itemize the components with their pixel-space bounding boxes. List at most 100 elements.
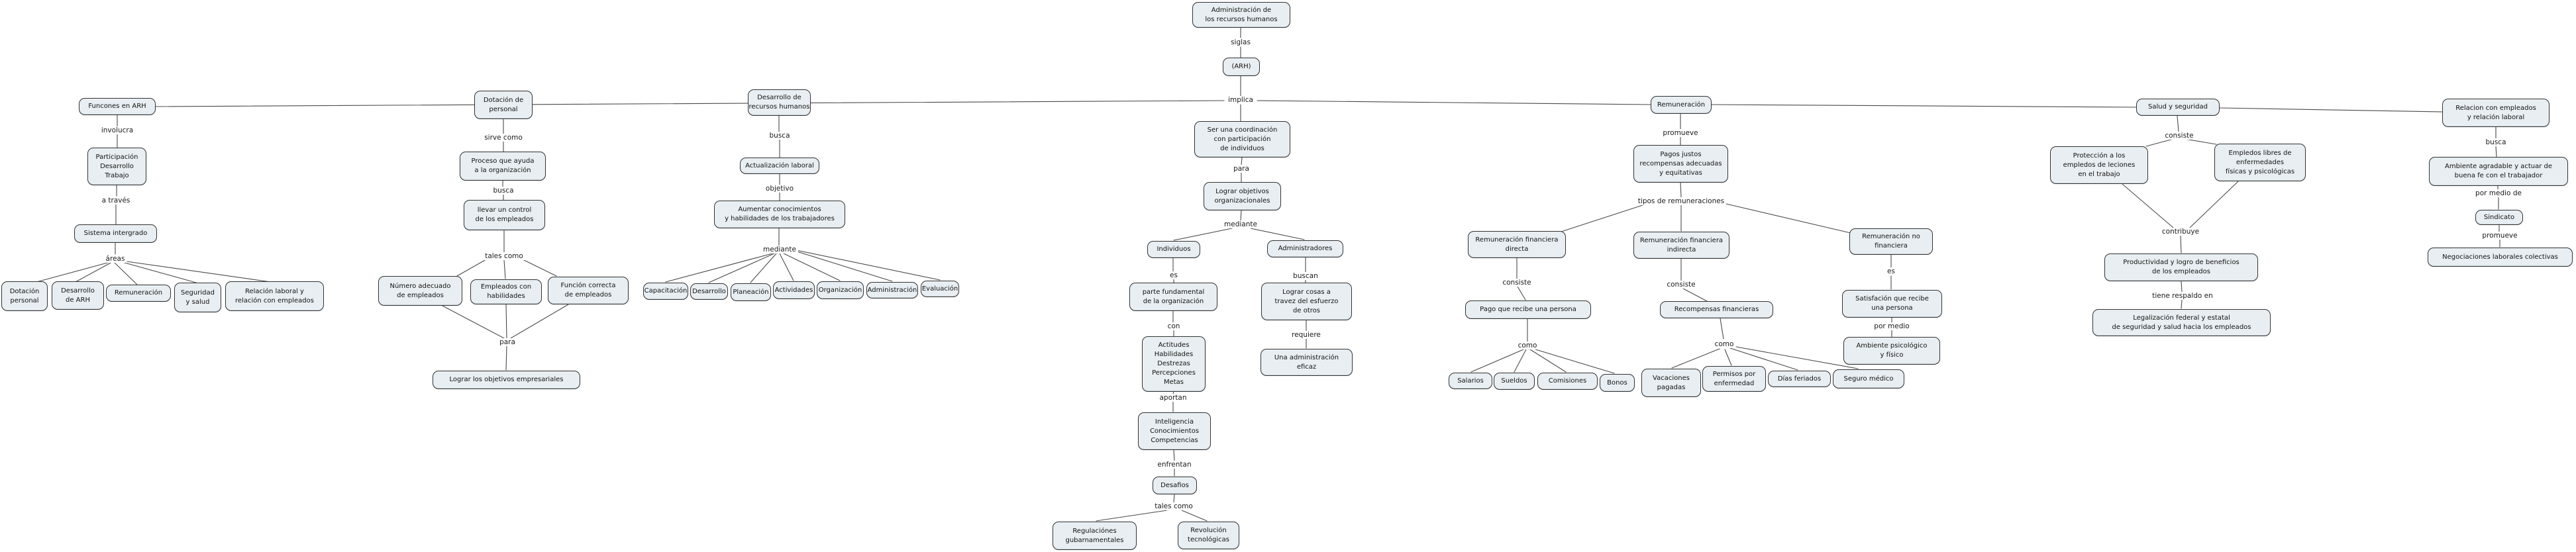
node-desafios[interactable]: Desafios [1153,477,1197,494]
node-participacion-desarrollo-trabajo[interactable]: Participación Desarrollo Trabajo [87,148,146,185]
node-aumentar-conocimientos[interactable]: Aumentar conocimientos y habilidades de … [714,201,845,228]
node-ser-coordinacion[interactable]: Ser una coordinación con participación d… [1194,121,1290,158]
node-regulaciones-gubarnamentales[interactable]: Regulaciónes gubarnamentales [1053,522,1137,550]
edge-label-aportan[interactable]: aportan [1157,394,1189,402]
edge-label-areas[interactable]: áreas [103,255,127,263]
node-lograr-objetivos-organizacionales[interactable]: Lograr objetivos organizacionales [1204,182,1281,210]
node-satisfaccion[interactable]: Satisfación que recibe una persona [1842,290,1942,318]
edge-label-promueve-remuneracion[interactable]: promueve [1661,129,1700,137]
node-recompensas-financieras[interactable]: Recompensas financieras [1660,301,1773,318]
node-salarios[interactable]: Salarios [1449,373,1492,389]
node-empleados-con-habilidades[interactable]: Empleados con habilidades [470,279,542,304]
edge-label-consiste-directa[interactable]: consiste [1500,279,1533,287]
node-numero-adecuado[interactable]: Número adecuado de empleados [378,276,462,306]
node-administracion[interactable]: Administración [866,282,918,299]
node-productividad[interactable]: Productividad y logro de beneficios de l… [2104,253,2258,281]
node-funcion-correcta[interactable]: Función correcta de empleados [548,277,629,304]
edge-label-como-recompensas[interactable]: como [1712,340,1736,348]
edge-label-consiste-salud[interactable]: consiste [2163,132,2196,140]
node-dotacion-personal-area[interactable]: Dotación personal [1,281,48,311]
edge-label-tipos-de-remuneraciones[interactable]: tipos de remuneraciones [1635,197,1727,205]
edge-label-como-pago[interactable]: como [1516,342,1539,349]
node-pagos-justos[interactable]: Pagos justos recompensas adecuadas y equ… [1633,145,1728,183]
node-sindicato[interactable]: Sindicato [2475,210,2523,225]
node-legalizacion[interactable]: Legalización federal y estatal de seguri… [2092,309,2271,336]
edge-label-para-dotacion[interactable]: para [497,338,517,346]
node-seguridad-y-salud-area[interactable]: Seguridad y salud [174,283,221,312]
node-planeacion[interactable]: Planeación [731,283,771,301]
edge-label-implica[interactable]: implica [1226,96,1255,104]
node-ambiente-agradable[interactable]: Ambiente agradable y actuar de buena fe … [2429,157,2568,186]
edge-label-mediante-objetivos[interactable]: mediante [1222,220,1259,228]
node-sueldos[interactable]: Sueldos [1494,373,1535,390]
node-administradores[interactable]: Administradores [1267,240,1343,257]
node-proceso-que-ayuda[interactable]: Proceso que ayuda a la organización [460,152,546,181]
edge-label-enfrentan[interactable]: enfrentan [1155,461,1194,469]
node-capacitacion[interactable]: Capacitación [643,283,688,300]
node-salud-y-seguridad[interactable]: Salud y seguridad [2136,99,2220,116]
node-arh[interactable]: (ARH) [1223,58,1260,76]
node-sistema-intergrado[interactable]: Sistema intergrado [74,224,157,243]
node-dias-feriados[interactable]: Días feriados [1768,371,1831,387]
node-remuneracion-financiera-directa[interactable]: Remuneración financiera directa [1468,231,1566,258]
node-llevar-un-control[interactable]: llevar un control de los empleados [464,200,545,230]
edge-label-a-traves[interactable]: a través [99,197,132,205]
edge-label-busca-relacion[interactable]: busca [2483,138,2508,146]
node-revolucion-tecnologicas[interactable]: Revolución tecnológicas [1178,522,1239,549]
edge-label-con[interactable]: con [1165,322,1182,330]
edge-label-tales-como-desafios[interactable]: tales como [1153,502,1195,510]
node-individuos[interactable]: Individuos [1147,241,1200,258]
edge-label-mediante-desarrollo[interactable]: mediante [761,246,798,253]
node-bonos[interactable]: Bonos [1600,374,1635,392]
node-remuneracion-no-financiera[interactable]: Remuneración no financiera [1849,228,1933,255]
edge-label-consiste-indirecta[interactable]: consiste [1665,281,1698,289]
node-desarrollo-recursos-humanos[interactable]: Desarrollo de recursos humanos [748,89,811,116]
node-relacion-laboral-area[interactable]: Relación laboral y relación con empleado… [225,281,324,311]
node-funcones-en-arh[interactable]: Funcones en ARH [79,98,156,115]
node-una-administracion-eficaz[interactable]: Una administración eficaz [1261,349,1353,376]
node-comisiones[interactable]: Comisiones [1537,373,1598,390]
edge-label-siglas[interactable]: siglas [1229,38,1253,46]
node-evaluacion[interactable]: Evaluación [921,281,959,297]
edge-label-objetivo[interactable]: objetivo [763,185,796,193]
node-ambiente-psicologico[interactable]: Ambiente psicológico y físico [1843,337,1940,365]
node-actividades[interactable]: Actividades [773,281,815,299]
edge-label-para-coordinacion[interactable]: para [1231,165,1251,173]
edge-label-busca-desarrollo[interactable]: busca [767,132,792,140]
node-dotacion-de-personal[interactable]: Dotación de personal [474,91,533,119]
node-inteligencia-conocimientos[interactable]: Inteligencia Conocimientos Competencias [1138,412,1211,450]
edge-label-sirve-como[interactable]: sirve como [482,134,525,142]
node-remuneracion[interactable]: Remuneración [1651,96,1712,114]
node-organizacion[interactable]: Organización [817,281,864,299]
node-proteccion-empledos[interactable]: Protección a los empledos de leciones en… [2050,146,2148,184]
edge-label-requiere[interactable]: requiere [1290,331,1323,339]
edge-label-tiene-respaldo-en[interactable]: tiene respaldo en [2150,292,2215,300]
node-remuneracion-area[interactable]: Remuneración [106,285,171,302]
node-seguro-medico[interactable]: Seguro médico [1833,369,1904,389]
node-relacion-con-empleados[interactable]: Relacion con empleados y relación labora… [2442,99,2550,127]
node-remuneracion-financiera-indirecta[interactable]: Remuneración financiera indirecta [1633,232,1729,259]
edge-label-promueve-sindicato[interactable]: promueve [2480,232,2520,240]
node-lograr-cosas[interactable]: Lograr cosas a travez del esfuerzo de ot… [1261,283,1352,320]
node-lograr-objetivos-empresariales[interactable]: Lograr los objetivos empresariales [433,371,580,389]
edge-label-busca-dotacion[interactable]: busca [491,187,516,195]
node-actitudes-habilidades[interactable]: Actitudes Habilidades Destrezas Percepci… [1142,336,1206,392]
edge-label-es-individuos[interactable]: es [1168,271,1180,279]
node-actualizacion-laboral[interactable]: Actualización laboral [740,158,819,174]
node-parte-fundamental[interactable]: parte fundamental de la organización [1129,283,1217,311]
node-desarrollo-de-arh-area[interactable]: Desarrollo de ARH [52,281,104,310]
node-empledos-libres[interactable]: Empledos libres de enfermedades físicas … [2214,144,2306,181]
edge-label-es-no-financiera[interactable]: es [1885,267,1897,275]
edge-label-involucra[interactable]: involucra [99,126,136,134]
node-administracion-rh[interactable]: Administración de los recursos humanos [1192,2,1290,28]
node-desarrollo[interactable]: Desarrollo [690,283,728,300]
edge-label-contribuye[interactable]: contribuye [2159,228,2202,236]
node-negociaciones[interactable]: Negociaciones laborales colectivas [2428,248,2573,267]
edge-label-buscan[interactable]: buscan [1291,272,1320,280]
node-permisos-por-enfermedad[interactable]: Permisos por enfermedad [1702,366,1766,392]
node-pago-que-recibe[interactable]: Pago que recibe una persona [1465,300,1591,319]
edge-label-tales-como-dotacion[interactable]: tales como [483,252,525,260]
edge-label-por-medio[interactable]: por medio [1872,322,1912,330]
edge-label-por-medio-de[interactable]: por medio de [2473,189,2524,197]
node-vacaciones-pagadas[interactable]: Vacaciones pagadas [1641,369,1701,397]
